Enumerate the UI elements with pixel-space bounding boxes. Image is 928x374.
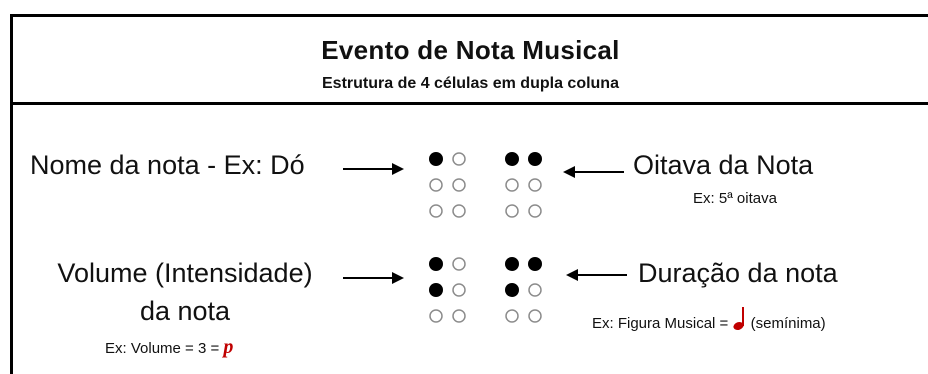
empty-dot (452, 309, 466, 323)
empty-dot (452, 152, 466, 166)
empty-dot (528, 178, 542, 192)
empty-dot (505, 309, 519, 323)
raised-dot (505, 257, 519, 271)
empty-dot (429, 204, 443, 218)
volume-label-line2: da nota (139, 296, 231, 326)
octave-example: Ex: 5ª oitava (693, 190, 777, 207)
diagram-frame (10, 14, 928, 374)
volume-example: Ex: Volume = 3 = p (105, 336, 233, 359)
note-name-label: Nome da nota - Ex: Dó (30, 150, 305, 180)
raised-dot (505, 152, 519, 166)
duration-example: Ex: Figura Musical = (semínima) (592, 306, 826, 332)
volume-label-line1: Volume (Intensidade) (57, 258, 313, 288)
quarter-note-icon (733, 307, 745, 330)
arrow-icon (566, 269, 627, 281)
raised-dot (429, 257, 443, 271)
empty-dot (505, 204, 519, 218)
empty-dot (452, 257, 466, 271)
raised-dot (528, 152, 542, 166)
raised-dot (429, 152, 443, 166)
volume-example-prefix: Ex: Volume = 3 = (105, 340, 224, 357)
empty-dot (452, 204, 466, 218)
duration-example-prefix: Ex: Figura Musical = (592, 315, 733, 332)
page-title: Evento de Nota Musical (321, 35, 620, 65)
header: Evento de Nota Musical Estrutura de 4 cé… (13, 17, 928, 105)
empty-dot (528, 204, 542, 218)
raised-dot (429, 283, 443, 297)
empty-dot (505, 178, 519, 192)
duration-label: Duração da nota (638, 258, 838, 288)
empty-dot (528, 283, 542, 297)
octave-label: Oitava da Nota (633, 150, 814, 180)
dynamic-p-symbol: p (223, 336, 234, 358)
duration-example-suffix: (semínima) (750, 315, 826, 332)
raised-dot (528, 257, 542, 271)
braille-cell (505, 257, 542, 323)
raised-dot (505, 283, 519, 297)
braille-cells-layer (429, 152, 542, 323)
empty-dot (452, 283, 466, 297)
braille-cell (505, 152, 542, 218)
braille-cell (429, 257, 466, 323)
empty-dot (429, 309, 443, 323)
braille-cell (429, 152, 466, 218)
page-subtitle: Estrutura de 4 células em dupla coluna (322, 75, 619, 92)
arrow-icon (563, 166, 624, 178)
empty-dot (452, 178, 466, 192)
arrow-icon (343, 272, 404, 284)
empty-dot (528, 309, 542, 323)
arrow-icon (343, 163, 404, 175)
empty-dot (429, 178, 443, 192)
